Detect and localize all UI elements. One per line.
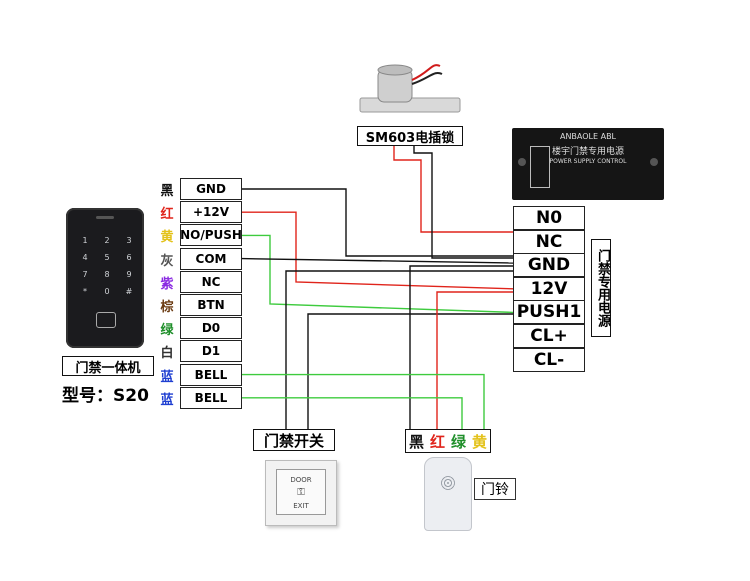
keypad-terminal: BELL [180,363,242,386]
keypad-key[interactable]: 5 [104,253,110,262]
wire [242,373,485,429]
exit-button-image: DOOR ⚿ EXIT [265,460,337,526]
keypad-terminal: BELL [180,386,242,409]
psu-terminal: CL+ [513,324,585,348]
keypad-model: 型号：S20 [62,386,149,406]
exit-plate-top: DOOR [290,476,312,484]
psu-terminal: N0 [513,206,585,230]
keypad-terminal: D1 [180,340,242,363]
wire [242,234,514,314]
electric-lock-image [359,64,461,113]
psu-brand: ANBAOLE ABL [559,132,617,141]
psu-terminal: NC [513,229,585,254]
wire-color-name: 紫 [160,276,174,292]
key-icon: ⚿ [297,487,305,498]
exit-button-face: DOOR ⚿ EXIT [276,469,326,515]
psu-title: 楼宇门禁专用电源 [551,147,624,157]
wire [242,188,513,257]
wire [242,397,463,429]
warning-sticker [530,146,550,188]
psu-subtitle: POWER SUPPLY CONTROL [549,158,627,165]
keypad-key[interactable]: # [125,287,133,296]
psu-hole-left [518,158,526,166]
wire [393,146,513,233]
doorbell-wire-color: 黄 [472,432,488,451]
keypad-key[interactable]: 7 [82,270,88,279]
doorbell-wire-colors: 黑红绿黄 [405,429,492,453]
wire [307,313,513,429]
wire [285,270,513,429]
keypad-key[interactable]: 3 [126,236,132,245]
wire-color-name: 灰 [160,253,174,269]
wire [413,146,513,259]
wire-color-name: 红 [160,207,174,223]
keypad-terminal: D0 [180,317,242,340]
keypad-terminal: BTN [180,294,242,316]
keypad-key[interactable]: * [83,287,87,296]
keypad-terminal: COM [180,247,242,270]
doorbell-wire-color: 绿 [451,432,467,451]
wire [241,257,514,264]
psu-hole-right [650,158,658,166]
keypad-key[interactable]: 9 [126,270,132,279]
wire-color-name: 白 [160,346,174,362]
keypad-terminal: NO/PUSH [180,224,242,247]
keypad-key[interactable]: 0 [104,287,110,296]
lock-label: SM603电插锁 [357,126,463,146]
doorbell-label: 门铃 [474,478,516,500]
wire-color-name: 棕 [160,300,174,315]
keypad-terminal: +12V [180,201,242,224]
psu-terminal: PUSH1 [513,300,585,325]
exit-plate-bottom: EXIT [293,502,309,510]
wire [436,291,513,429]
keypad-key[interactable]: 1 [82,236,88,245]
keypad-label: 门禁一体机 [62,356,154,376]
rfid-icon [96,312,116,328]
psu-terminal: CL- [513,347,585,372]
wire-color-name: 黄 [160,230,174,246]
wire-group [241,146,514,429]
wire-color-name: 绿 [160,323,174,339]
keypad-terminal: NC [180,270,242,293]
exit-button-label: 门禁开关 [253,429,335,451]
psu-terminal: 12V [513,276,585,301]
wire [242,211,514,290]
doorbell-wire-color: 红 [430,432,446,451]
doorbell-image [424,457,472,531]
wire-color-name: 黑 [160,184,174,199]
keypad-key[interactable]: 8 [104,270,110,279]
speaker-grille [441,476,455,490]
power-supply-image: ANBAOLE ABL 楼宇门禁专用电源 POWER SUPPLY CONTRO… [512,128,664,200]
psu-side-label: 门禁专用电源 [591,239,611,337]
keypad-key[interactable]: 2 [104,236,110,245]
doorbell-wire-color: 黑 [409,432,425,451]
psu-terminal: GND [513,253,585,278]
wire-color-name: 蓝 [160,369,174,385]
wire-color-name: 蓝 [160,392,174,408]
keypad-key[interactable]: 4 [82,253,88,262]
keypad-key[interactable]: 6 [126,253,132,262]
keypad-indicator [96,216,114,219]
keypad-terminal: GND [180,178,242,200]
access-keypad-image: 1 2 3 4 5 6 7 8 9 * 0 # [66,208,144,348]
